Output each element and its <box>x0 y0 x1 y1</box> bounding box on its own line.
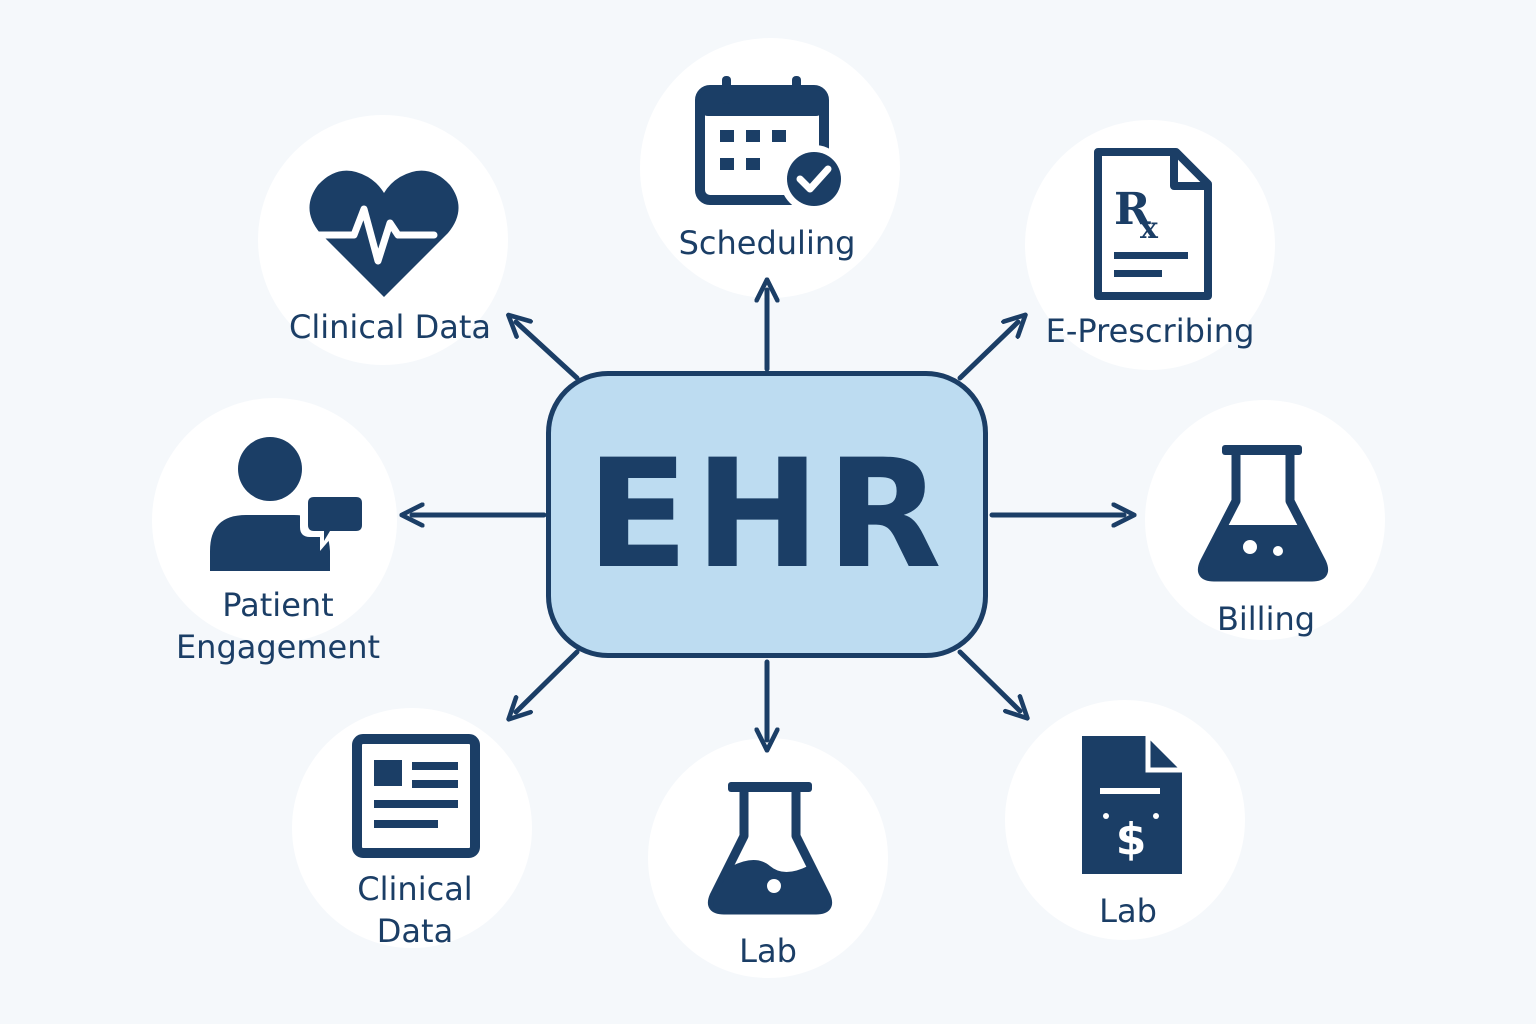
invoice-dollar-icon: $ <box>1082 736 1182 874</box>
label-scheduling: Scheduling <box>678 224 856 262</box>
patient-chat-icon <box>210 437 368 571</box>
label-e-prescribing: E-Prescribing <box>1045 312 1255 350</box>
ehr-hub-title: EHR <box>586 427 948 602</box>
label-clinical-data-bottom: Clinical Data <box>357 870 473 950</box>
node-circle-e-prescribing <box>1025 120 1275 370</box>
svg-text:$: $ <box>1116 814 1147 865</box>
arrow-to-lab-right <box>957 649 1020 711</box>
ehr-hub: EHR <box>546 371 988 658</box>
label-billing: Billing <box>1216 600 1316 638</box>
arrow-to-clinical-data-top <box>516 322 580 381</box>
svg-text:R: R <box>1114 184 1151 235</box>
label-lab-right: Lab <box>1099 892 1157 930</box>
heart-pulse-icon <box>309 170 459 297</box>
document-card-icon <box>352 734 480 858</box>
lab-flask-icon <box>707 782 833 915</box>
label-patient-engagement: Patient Engagement <box>175 586 381 666</box>
node-circle-lab-bottom <box>648 738 888 978</box>
arrow-to-e-prescribing <box>957 322 1018 381</box>
svg-text:x: x <box>1140 211 1159 246</box>
node-circle-billing <box>1145 400 1385 640</box>
arrow-to-clinical-data-bottom <box>516 649 580 712</box>
lab-flask-icon <box>1197 445 1329 582</box>
node-circle-scheduling <box>640 38 900 298</box>
prescription-document-icon: R x <box>1094 148 1212 300</box>
label-clinical-data-top: Clinical Data <box>289 308 491 346</box>
label-lab-bottom: Lab <box>739 932 797 970</box>
calendar-check-icon <box>695 76 848 213</box>
